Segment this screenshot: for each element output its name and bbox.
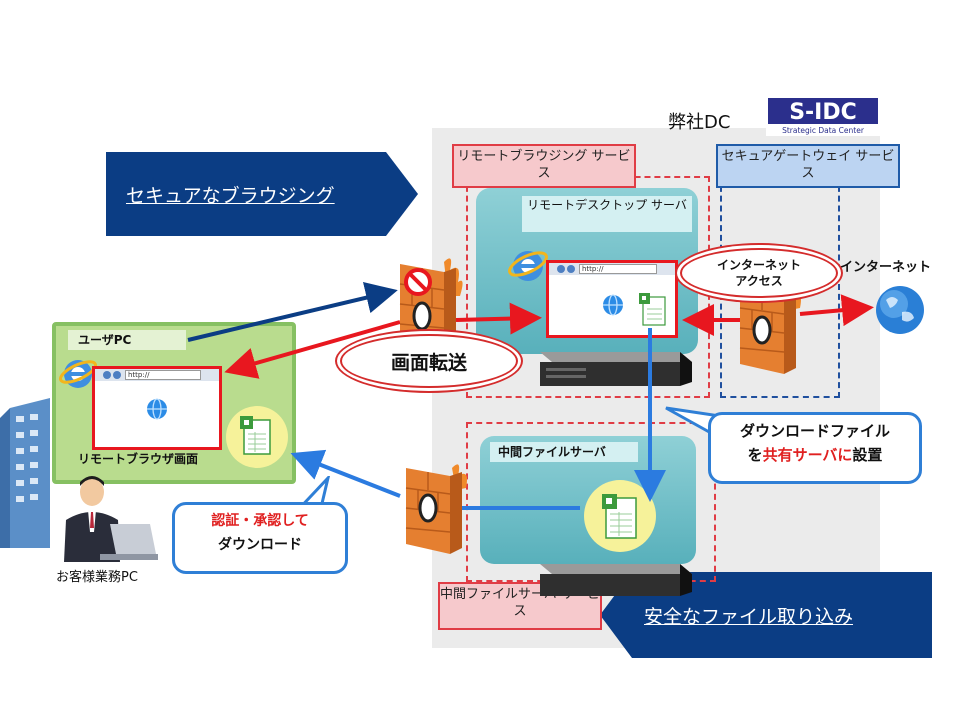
rack-server-icon (540, 352, 692, 386)
remote-browser-screen: http:// (92, 366, 222, 450)
sidc-logo: S-IDC Strategic Data Center (766, 96, 880, 136)
screen-transfer-arrow-in (455, 302, 542, 335)
logo-main: S-IDC (789, 100, 857, 125)
secure-browsing-banner: セキュアなブラウジング (106, 152, 396, 236)
firewall-icon (739, 284, 801, 374)
globe-icon (147, 398, 167, 420)
customer-pc-label: お客様業務PC (56, 570, 138, 585)
remote-browsing-service-label: リモートブラウジング サービス (452, 144, 636, 188)
blocked-direct-arrow (187, 281, 398, 342)
screen-transfer-label: 画面転送 (340, 334, 518, 388)
user-person-icon (64, 476, 158, 562)
download-file-icon (226, 406, 288, 468)
safe-file-banner: 安全なファイル取り込み (624, 572, 932, 658)
internet-access-line2: アクセス (735, 274, 783, 288)
url-bar: http:// (579, 264, 657, 274)
firewall-icon (405, 464, 467, 554)
remote-browser-screen-label: リモートブラウザ画面 (78, 452, 199, 466)
screen-transfer-arrow-out (224, 320, 401, 379)
dc-label: 弊社DC (668, 112, 731, 133)
safe-file-text: 安全なファイル取り込み (644, 605, 854, 628)
internet-globe-icon (876, 286, 924, 334)
download-callout-part-a: を (747, 446, 763, 464)
rack-server-icon (540, 564, 692, 596)
download-placement-callout: ダウンロードファイル を共有サーバに設置 (708, 412, 922, 484)
url-bar: http:// (125, 370, 201, 380)
remote-desktop-browser: http:// (546, 260, 678, 338)
building-icon (0, 398, 50, 548)
internet-access-label: インターネット アクセス (680, 248, 838, 298)
secure-gateway-service-label: セキュアゲートウェイ サービス (716, 144, 900, 188)
internet-access-line1: インターネット (716, 258, 801, 272)
shared-file-icon (584, 480, 656, 552)
auth-callout-line2: ダウンロード (218, 537, 302, 553)
file-download-arrow (290, 449, 401, 498)
download-callout-part-c: 設置 (852, 446, 883, 464)
firewall-icon (399, 258, 463, 350)
logo-sub: Strategic Data Center (782, 126, 865, 135)
secure-browsing-text: セキュアなブラウジング (126, 184, 335, 207)
internet-access-arrow-right (799, 294, 874, 327)
download-callout-line2: を共有サーバに設置 (711, 443, 919, 467)
ie-browser-icon (59, 360, 97, 388)
remote-desktop-server-title: リモートデスクトップ サーバ (522, 196, 692, 232)
secure-browsing-banner-bg (106, 152, 418, 236)
file-server-title: 中間ファイルサーバ (490, 442, 638, 462)
auth-download-callout: 認証・承認して ダウンロード (172, 502, 348, 574)
ie-browser-icon (508, 251, 548, 281)
download-callout-line1: ダウンロードファイル (739, 422, 890, 440)
download-callout-part-b: 共有サーバに (762, 446, 853, 464)
globe-icon (603, 293, 666, 326)
auth-callout-line1: 認証・承認して (211, 513, 309, 529)
internet-label: インターネット (840, 260, 932, 275)
screen-transfer-text: 画面転送 (390, 351, 467, 374)
user-pc-title: ユーザPC (68, 330, 186, 350)
